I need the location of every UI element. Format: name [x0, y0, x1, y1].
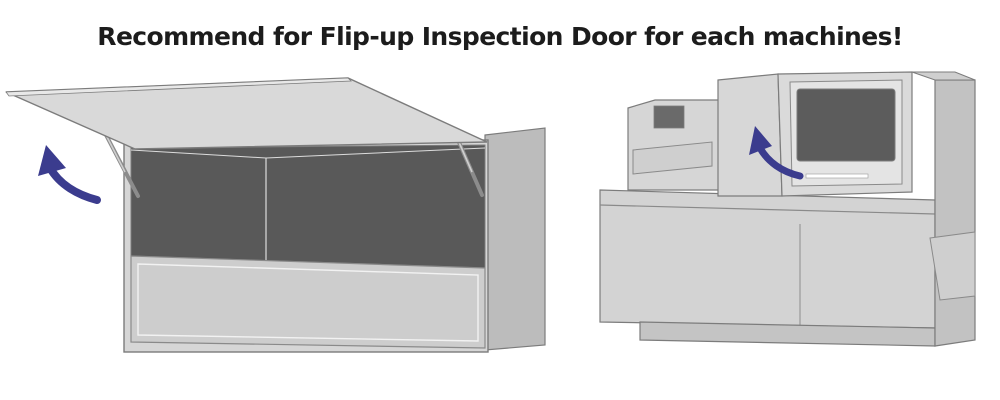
- left-gas-strut-rod: [104, 132, 126, 173]
- control-panel-screen: [653, 105, 685, 129]
- machine-side-recess: [929, 231, 976, 301]
- machine-illustration: [599, 71, 976, 347]
- cabinet-lower-panel: [130, 255, 486, 349]
- cabinet-side-panel: [484, 127, 546, 351]
- cabinet-interior-opening: [130, 144, 486, 269]
- flip-up-door-edge: [5, 77, 352, 97]
- machine-base-top-line: [599, 204, 936, 215]
- page-title: Recommend for Flip-up Inspection Door fo…: [97, 22, 903, 51]
- right-gas-strut-rod: [457, 139, 473, 173]
- machine-top-right: [911, 71, 976, 81]
- cabinet-lower-inset: [137, 263, 479, 342]
- interior-top-edge-right: [265, 147, 486, 159]
- open-arrow-head: [749, 126, 772, 155]
- machine-right-side: [934, 79, 976, 347]
- interior-top-edge: [130, 149, 267, 159]
- open-arrow-icon: [46, 164, 101, 204]
- inspection-window: [796, 88, 896, 162]
- machine-base: [599, 189, 936, 329]
- machine-central-column: [717, 73, 783, 197]
- inspection-door-handle: [805, 173, 869, 179]
- open-arrow-icon: [756, 144, 804, 180]
- open-arrow-head: [38, 145, 66, 176]
- cabinet-with-flip-up-door: [5, 77, 546, 353]
- control-panel-keypad: [632, 141, 713, 175]
